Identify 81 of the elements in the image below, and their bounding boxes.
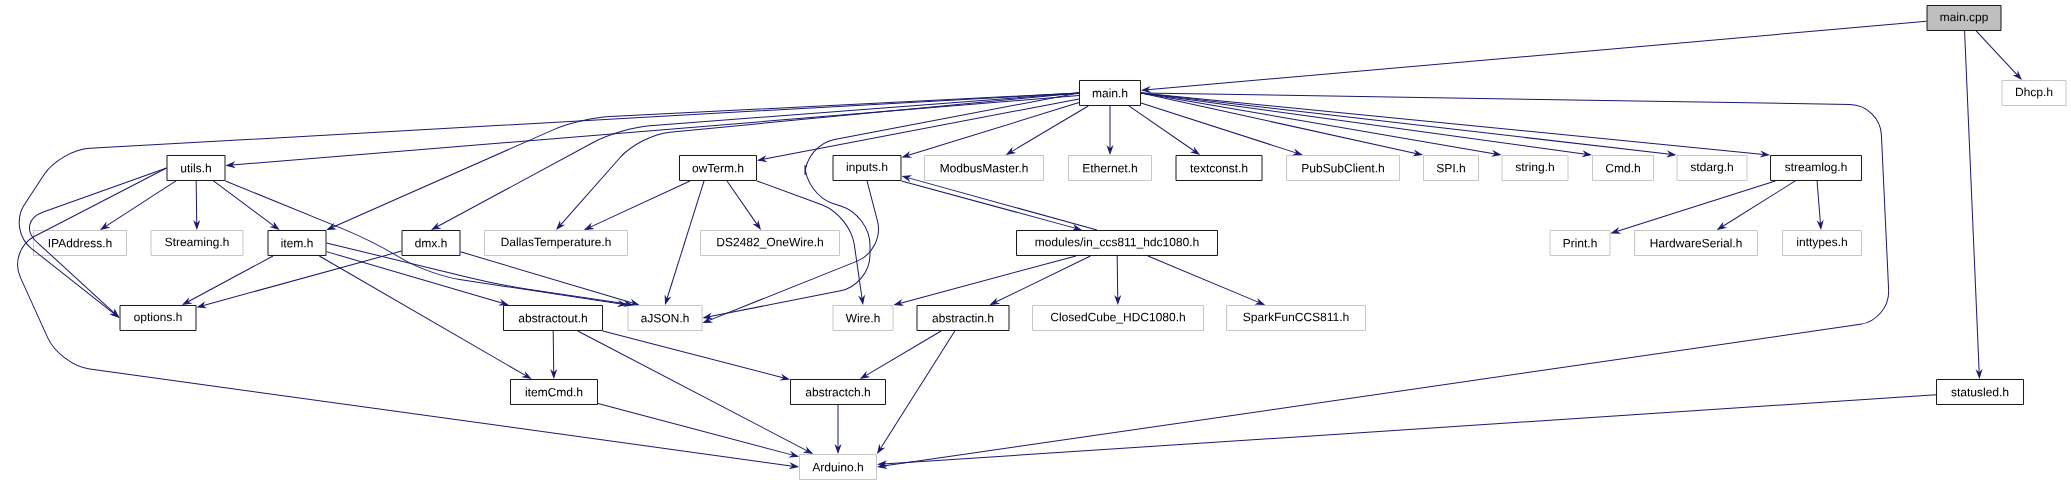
arrow (224, 180, 627, 307)
header-file-box: SPI.h (1423, 155, 1479, 181)
header-file-box: inttypes.h (1782, 230, 1862, 256)
header-file-box: inputs.h (832, 155, 902, 181)
header-file-box: Streaming.h (150, 230, 244, 256)
header-file-box: stdarg.h (1676, 155, 1748, 181)
arrow (902, 175, 1098, 231)
arrow (835, 404, 841, 454)
arrow (318, 255, 531, 379)
header-file-box: streamlog.h (1770, 155, 1862, 181)
arrow (1107, 105, 1113, 155)
arrow (860, 330, 942, 379)
arrow (597, 403, 799, 458)
arrow (703, 180, 879, 323)
header-file-box: string.h (1501, 155, 1569, 181)
header-file-box: Ethernet.h (1068, 155, 1152, 181)
arrow (212, 180, 279, 230)
arrow (757, 98, 1080, 162)
arrow (756, 180, 865, 305)
header-file-box: utils.h (166, 155, 226, 181)
arrow (664, 180, 705, 305)
arrow (325, 242, 633, 307)
header-file-box: Arduino.h (799, 454, 877, 480)
header-file-box: main.h (1079, 80, 1141, 106)
arrow (1975, 30, 2022, 80)
header-file-box: modules/in_ccs811_hdc1080.h (1016, 230, 1218, 256)
arrow (1128, 105, 1200, 155)
arrow (894, 255, 1077, 306)
arrow (325, 251, 508, 306)
header-file-box: item.h (267, 230, 327, 256)
header-file-box: Dhcp.h (2001, 80, 2067, 106)
header-file-box: owTerm.h (679, 155, 757, 181)
header-file-box: HardwareSerial.h (1634, 230, 1758, 256)
arrow (726, 180, 761, 230)
arrow (100, 180, 177, 230)
source-file-box: main.cpp (1926, 5, 2002, 31)
arrow (182, 255, 274, 305)
header-file-box: aJSON.h (627, 305, 703, 331)
arrow (584, 180, 691, 230)
arrow (459, 251, 639, 306)
arrow (877, 330, 956, 454)
header-file-box: ClosedCube_HDC1080.h (1032, 305, 1204, 331)
header-file-box: textconst.h (1175, 155, 1263, 181)
arrow (1611, 180, 1776, 234)
header-file-box: abstractin.h (916, 305, 1010, 331)
arrow (1717, 180, 1796, 230)
arrow (1147, 255, 1265, 305)
header-file-box: Cmd.h (1592, 155, 1654, 181)
arrow (877, 92, 1890, 469)
arrow (1964, 30, 1982, 379)
header-file-box: statusled.h (1936, 379, 2024, 405)
header-file-box: abstractout.h (503, 305, 603, 331)
header-file-box: options.h (119, 305, 197, 331)
arrow (1114, 255, 1121, 305)
arrow (900, 180, 1082, 231)
header-file-box: abstractch.h (790, 379, 886, 405)
header-file-box: Print.h (1549, 230, 1611, 256)
arrow (1141, 20, 1928, 93)
arrow (1140, 102, 1302, 156)
arrow (193, 180, 200, 230)
arrow (197, 250, 403, 309)
arrow (226, 95, 1080, 168)
header-file-box: Wire.h (832, 305, 894, 331)
arrow (18, 92, 1080, 318)
header-file-box: PubSubClient.h (1286, 155, 1400, 181)
header-file-box: DS2482_OneWire.h (700, 230, 840, 256)
arrow (17, 167, 799, 469)
header-file-box: IPAddress.h (33, 230, 127, 256)
header-file-box: itemCmd.h (510, 379, 598, 405)
header-file-box: ModbusMaster.h (924, 155, 1044, 181)
header-file-box: dmx.h (401, 230, 461, 256)
arrow (550, 330, 557, 379)
arrow (878, 394, 1937, 467)
header-file-box: DallasTemperature.h (484, 230, 628, 256)
arrow (602, 330, 790, 381)
arrow (902, 102, 1080, 158)
header-file-box: SparkFunCCS811.h (1226, 305, 1366, 331)
arrow (1006, 105, 1089, 155)
arrow (990, 255, 1091, 305)
arrow (577, 330, 813, 454)
arrow (1816, 180, 1824, 230)
